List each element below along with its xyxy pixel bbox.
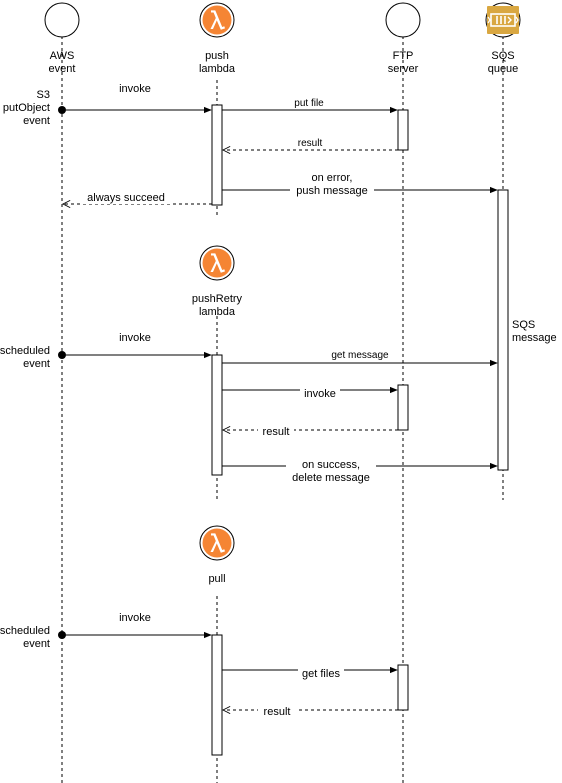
lambda-icon [199,2,235,38]
invoke-push-label: invoke [119,83,151,95]
push-retry-activation [211,354,223,476]
result-2-label: result [263,426,290,438]
put-file-label: put file [294,98,324,109]
on-success-label-bg [286,458,376,484]
lambda-icon [199,245,235,281]
aws-event-circle [44,2,80,38]
invoke-retry-label: invoke [119,332,151,344]
result-2-label-bg [258,424,294,437]
lambda-icon [199,525,235,561]
on-error-label: on error,push message [296,172,368,197]
sqs-queue-icon [485,2,521,38]
invoke-ftp-label-bg [300,386,340,399]
ftp-server-circle [385,2,421,38]
always-succeed-label: always succeed [87,192,165,204]
on-error-label-bg [290,172,374,198]
trigger-dot-s3 [58,106,66,114]
ftp-activation-2 [397,384,409,431]
ftp-activation-3 [397,664,409,711]
result-3-label: result [264,706,291,718]
ftp-activation-1 [397,109,409,151]
get-message-label: get message [331,350,389,361]
on-success-label: on success,delete message [292,459,370,484]
pull-label: pull [208,573,225,585]
sqs-queue-activation [497,189,509,471]
pull-activation [211,634,223,756]
result-1-label: result [298,138,323,149]
result-3-label-bg [258,704,296,717]
push-lambda-activation [211,104,223,206]
pull-participant: pull [199,525,235,585]
always-succeed-label-bg [82,190,170,204]
get-files-label-bg [298,666,344,679]
trigger-dot-scheduled-1 [58,351,66,359]
invoke-pull-label: invoke [119,612,151,624]
trigger-dot-scheduled-2 [58,631,66,639]
get-files-label: get files [302,668,340,680]
invoke-ftp-label: invoke [304,388,336,400]
